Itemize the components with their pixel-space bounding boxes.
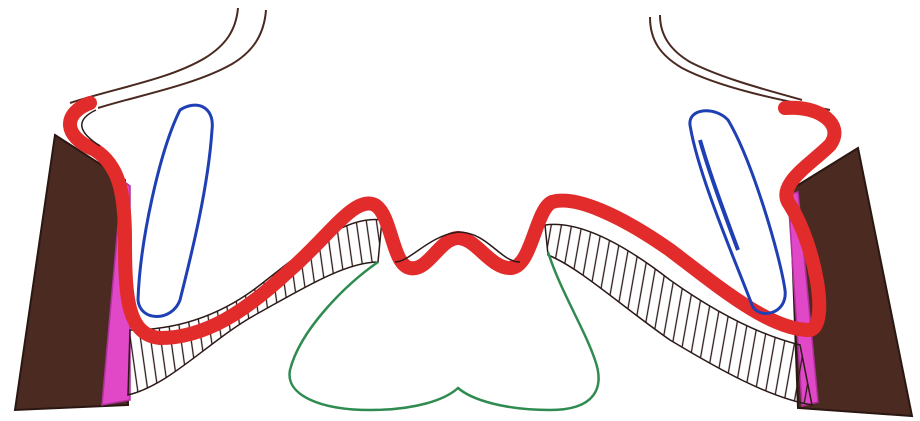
outer-skin-lines xyxy=(70,8,830,110)
right-blue-oval-shading xyxy=(700,140,738,250)
left-blue-oval xyxy=(138,105,212,316)
left-skin-line-outer xyxy=(70,8,238,103)
left-skin-line-inner xyxy=(98,10,266,108)
green-outline xyxy=(290,252,599,410)
right-skin-line-outer xyxy=(650,17,830,110)
